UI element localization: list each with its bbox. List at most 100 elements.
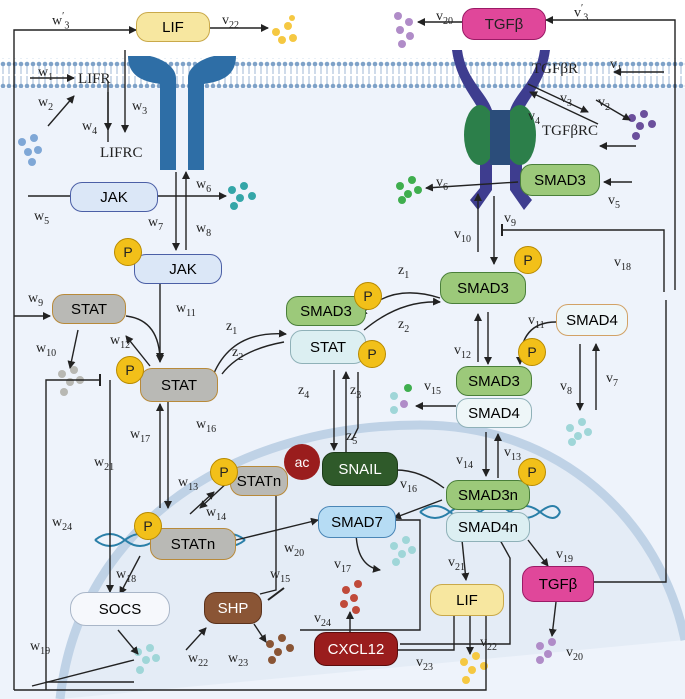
tgfbrc-label: TGFβRC — [542, 123, 598, 139]
phosphate-statn-1: P — [210, 458, 238, 486]
smad3-smad4-complex-smad3[interactable]: SMAD3 — [456, 366, 532, 396]
rate-label-v19: v19 — [556, 547, 573, 565]
cell-membrane — [0, 58, 685, 88]
tgfb-receptor-icon — [452, 50, 550, 210]
rate-label-w6: w6 — [196, 177, 212, 195]
rate-label-v2: v2 — [598, 95, 610, 113]
jak-phospho-node[interactable]: JAK — [134, 254, 222, 284]
rate-label-w20: w20 — [284, 541, 305, 559]
smad3-stat-complex-stat[interactable]: STAT — [290, 330, 366, 364]
phosphate-stat: P — [116, 356, 144, 384]
smad3-smad4-complex-smad4[interactable]: SMAD4 — [456, 398, 532, 428]
rate-label-v14: v14 — [456, 453, 473, 471]
rate-label-w3: w3 — [132, 99, 148, 117]
rate-label-w23: w23 — [228, 651, 249, 669]
shp-node[interactable]: SHP — [204, 592, 262, 624]
rate-label-w10: w10 — [36, 341, 57, 359]
rate-label-z1b: z1 — [226, 319, 238, 337]
rate-label-v21: v21 — [448, 555, 465, 573]
smad4-node[interactable]: SMAD4 — [556, 304, 628, 336]
rate-label-w4: w4 — [82, 119, 98, 137]
lifr-label: LIFR — [78, 71, 111, 87]
rate-label-v22a: v22 — [222, 13, 239, 31]
statn-acetylated-node[interactable]: STATn — [230, 466, 288, 496]
rate-label-w22: w22 — [188, 651, 209, 669]
rate-label-v8: v8 — [560, 379, 572, 397]
rate-label-w13: w13 — [178, 475, 199, 493]
lif-nuclear-node[interactable]: LIF — [430, 584, 504, 616]
rate-label-v13: v13 — [504, 445, 521, 463]
degradation-dots-lif-bottom — [460, 652, 488, 684]
rate-label-v11: v11 — [528, 313, 545, 331]
degradation-dots-stat — [58, 366, 84, 396]
degradation-dots-jak — [228, 182, 256, 210]
degradation-dots-lifr — [18, 134, 42, 166]
rate-label-v24: v24 — [314, 611, 331, 629]
rate-label-z2b: z2 — [232, 345, 244, 363]
rate-label-w8: w8 — [196, 221, 212, 239]
rate-label-v4: v4 — [528, 109, 540, 127]
lif-ligand[interactable]: LIF — [136, 12, 210, 42]
snail-node[interactable]: SNAIL — [322, 452, 398, 486]
lifr-receptor-icon — [128, 56, 236, 170]
rate-label-w9: w9 — [28, 291, 44, 309]
tgfbr-label: TGFβR — [532, 61, 578, 77]
rate-label-v7: v7 — [606, 371, 618, 389]
rate-label-v15: v15 — [424, 379, 441, 397]
phosphate-smad3n: P — [518, 458, 546, 486]
jak-node[interactable]: JAK — [70, 182, 158, 212]
rate-label-v6: v6 — [436, 175, 448, 193]
degradation-dots-cxcl12 — [340, 580, 362, 614]
tgfb-nuclear-node[interactable]: TGFβ — [522, 566, 594, 602]
rate-label-w19: w19 — [30, 639, 51, 657]
smad7-node[interactable]: SMAD7 — [318, 506, 396, 538]
rate-label-w16: w16 — [196, 417, 217, 435]
smad4n-node[interactable]: SMAD4n — [446, 512, 530, 542]
statn-node[interactable]: STATn — [150, 528, 236, 560]
cxcl12-node[interactable]: CXCL12 — [314, 632, 398, 666]
rate-label-w15: w15 — [270, 567, 291, 585]
tgfb-ligand[interactable]: TGFβ — [462, 8, 546, 40]
smad3-receptor-node[interactable]: SMAD3 — [520, 164, 600, 196]
degradation-dots-smad3 — [396, 176, 422, 204]
rate-label-v20b: v20 — [566, 645, 583, 663]
rate-label-v12: v12 — [454, 343, 471, 361]
degradation-dots-smad7 — [390, 536, 416, 566]
rate-label-v17: v17 — [334, 557, 351, 575]
acetyl-group: ac — [284, 444, 320, 480]
rate-label-v1: v1 — [610, 57, 622, 75]
rate-label-w2: w2 — [38, 95, 54, 113]
rate-label-v5: v5 — [608, 193, 620, 211]
rate-label-v22b: v22 — [480, 635, 497, 653]
rate-label-z3: z3 — [350, 383, 362, 401]
phosphate-statn-2: P — [134, 512, 162, 540]
phosphate-jak: P — [114, 238, 142, 266]
smad3-stat-complex-smad3[interactable]: SMAD3 — [286, 296, 366, 326]
reaction-arrows — [13, 16, 676, 691]
phosphate-complex-smad3: P — [354, 282, 382, 310]
rate-label-w3p: w′3 — [52, 11, 70, 32]
socs-node[interactable]: SOCS — [70, 592, 170, 626]
lifrc-label: LIFRC — [100, 145, 143, 161]
rate-label-v9: v9 — [504, 211, 516, 229]
rate-label-w5: w5 — [34, 209, 50, 227]
rate-label-w14: w14 — [206, 505, 227, 523]
degradation-dots-smad4 — [566, 418, 592, 446]
rate-label-v3: v3 — [560, 91, 572, 109]
stat-node[interactable]: STAT — [52, 294, 126, 324]
rate-label-w12: w12 — [110, 333, 131, 351]
rate-label-w24: w24 — [52, 515, 73, 533]
rate-label-w1: w1 — [38, 65, 54, 83]
rate-label-v3p: v′3 — [574, 3, 589, 24]
rate-label-v20a: v20 — [436, 9, 453, 27]
rate-label-z1a: z1 — [398, 263, 410, 281]
smad3-phospho-node[interactable]: SMAD3 — [440, 272, 526, 304]
rate-label-w7: w7 — [148, 215, 164, 233]
degradation-dots-tgfb-bottom — [536, 638, 556, 664]
rate-label-w11: w11 — [176, 301, 196, 319]
degradation-dots-smad-complex — [390, 384, 412, 414]
rate-label-w17: w17 — [130, 427, 151, 445]
stat-phospho-node[interactable]: STAT — [140, 368, 218, 402]
smad3n-node[interactable]: SMAD3n — [446, 480, 530, 510]
